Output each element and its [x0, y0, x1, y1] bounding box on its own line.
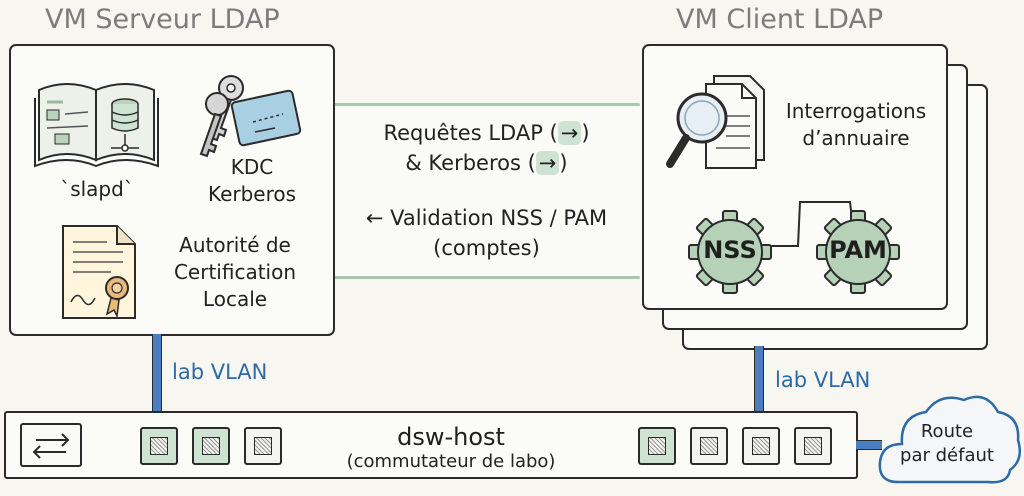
lookup-line2: d’annuaire	[802, 126, 910, 150]
requests-label: Requêtes LDAP (→) & Kerberos (→)	[383, 121, 590, 175]
validation-line2: (comptes)	[433, 236, 540, 260]
requests-line1: Requêtes LDAP	[383, 121, 543, 145]
cloud-label-line1: Route	[920, 421, 974, 442]
switch-name: dsw-host	[397, 423, 505, 451]
validation-line1: Validation NSS / PAM	[390, 206, 608, 230]
ca-label: Autorité de Certification Locale	[151, 232, 319, 313]
validation-label: ← Validation NSS / PAM (comptes)	[333, 203, 640, 263]
nss-label: NSS	[703, 236, 757, 264]
kdc-label-line1: KDC	[230, 155, 274, 179]
nss-gear-icon	[688, 210, 772, 294]
requests-arrow-icon: →	[557, 121, 582, 145]
ca-label-line1: Autorité de	[179, 233, 291, 257]
kerberos-arrow-icon: →	[535, 151, 560, 175]
switch-port	[140, 427, 178, 465]
client-vm-title: VM Client LDAP	[676, 4, 884, 35]
bidirectional-arrows-icon	[32, 433, 70, 459]
validation-arrow-icon: ←	[365, 206, 384, 230]
switch-port	[192, 427, 230, 465]
gear-link-line	[768, 201, 853, 247]
switch-port	[794, 427, 832, 465]
kdc-label-line2: Kerberos	[207, 182, 297, 206]
cloud-icon	[878, 395, 1021, 484]
vlan-label-right: lab VLAN	[775, 368, 871, 392]
switch-port	[690, 427, 728, 465]
vlan-label-left: lab VLAN	[172, 360, 268, 384]
switch-port	[244, 427, 282, 465]
directory-lookup-icon	[666, 75, 765, 169]
default-route-link	[856, 440, 882, 450]
directory-lookup-label: Interrogations d’annuaire	[776, 98, 936, 152]
switch-uplink-button	[20, 423, 82, 467]
ca-label-line3: Locale	[202, 287, 268, 311]
pam-gear-icon	[816, 210, 900, 294]
client-vm-box: Interrogations d’annuaire NSS	[642, 44, 948, 310]
ca-label-line2: Certification	[173, 260, 297, 284]
switch-dsw-host: dsw-host (commutateur de labo)	[4, 411, 858, 479]
cloud-label-line2: par défaut	[900, 445, 994, 466]
keys-ticket-icon	[199, 75, 302, 158]
certificate-icon	[62, 225, 136, 319]
band-bottom-line	[333, 276, 640, 279]
pam-label: PAM	[829, 236, 887, 264]
kdc-label: KDC Kerberos	[197, 154, 307, 208]
server-vm-title: VM Serveur LDAP	[45, 4, 280, 35]
vlan-link-right	[754, 346, 764, 434]
server-vm-box: `slapd` KDC Kerberos Autorité de Certifi…	[9, 44, 335, 336]
directory-book-icon	[34, 83, 159, 168]
slapd-label: `slapd`	[60, 177, 134, 201]
requests-line2: & Kerberos	[405, 151, 521, 175]
band-top-line	[333, 103, 640, 106]
connection-band	[333, 103, 640, 279]
switch-port	[742, 427, 780, 465]
lookup-line1: Interrogations	[785, 99, 927, 123]
switch-port	[638, 427, 676, 465]
cloud-label: Route par défaut	[880, 420, 1014, 468]
switch-subtitle: (commutateur de labo)	[346, 451, 556, 472]
vlan-link-left	[152, 334, 162, 434]
